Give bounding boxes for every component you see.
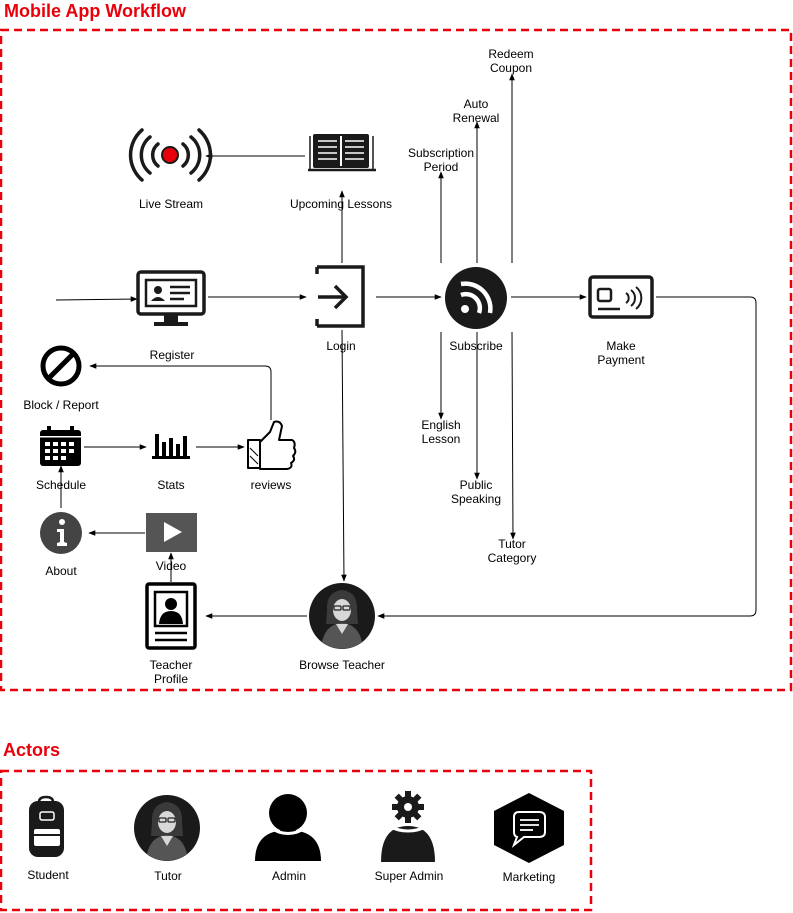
node-label-line2: Lesson: [422, 432, 461, 446]
node-label-line1: Subscription: [408, 146, 474, 160]
node-label: Video: [156, 559, 187, 573]
tutor-avatar-icon: [134, 795, 200, 861]
node-label-line1: English: [421, 418, 460, 432]
node-subscription-period[interactable]: Subscription Period: [408, 146, 474, 174]
node-teacher-profile[interactable]: Teacher Profile: [145, 582, 197, 686]
node-public-speaking[interactable]: Public Speaking: [451, 478, 501, 506]
node-label: reviews: [251, 478, 292, 492]
actor-label: Student: [27, 868, 69, 882]
actor-super-admin[interactable]: Super Admin: [375, 791, 444, 883]
node-tutor-category[interactable]: Tutor Category: [488, 537, 537, 565]
user-gear-icon: [381, 791, 435, 862]
chat-hexagon-icon: [494, 793, 564, 863]
node-label-line2: Period: [424, 160, 459, 174]
workflow-frame: [0, 28, 793, 692]
edge-payment-browse: [377, 296, 757, 619]
actor-student[interactable]: Student: [27, 795, 69, 882]
edges: [55, 73, 757, 619]
node-label: Browse Teacher: [299, 658, 385, 672]
node-reviews[interactable]: reviews: [247, 420, 297, 493]
node-auto-renewal[interactable]: Auto Renewal: [453, 97, 500, 125]
node-schedule[interactable]: Schedule: [36, 426, 86, 492]
node-label-line1: Auto: [464, 97, 489, 111]
node-stats[interactable]: Stats: [152, 434, 190, 492]
node-label: Register: [150, 348, 195, 362]
bar-chart-icon: [152, 434, 190, 459]
actor-tutor[interactable]: Tutor: [134, 795, 200, 883]
edge-subscribe-category: [510, 331, 516, 540]
actor-label: Super Admin: [375, 869, 444, 883]
node-redeem-coupon[interactable]: Redeem Coupon: [488, 47, 533, 75]
node-subscribe[interactable]: Subscribe: [445, 267, 507, 353]
edge-entry-register: [55, 296, 138, 302]
node-label-line1: Public: [460, 478, 493, 492]
node-label-line1: Tutor: [498, 537, 526, 551]
login-icon: [315, 265, 365, 328]
node-english-lesson[interactable]: English Lesson: [421, 418, 460, 446]
node-browse-teacher[interactable]: Browse Teacher: [299, 583, 385, 672]
info-icon: [40, 512, 82, 554]
calendar-icon: [40, 426, 81, 466]
node-label-line2: Renewal: [453, 111, 500, 125]
actor-label: Marketing: [503, 870, 556, 884]
node-label: Live Stream: [139, 197, 203, 211]
node-label: Login: [326, 339, 355, 353]
user-icon: [255, 794, 321, 861]
gear-icon: [392, 791, 424, 823]
actor-label: Admin: [272, 869, 306, 883]
node-label: Subscribe: [449, 339, 503, 353]
node-label-line1: Redeem: [488, 47, 533, 61]
node-label-line2: Coupon: [490, 61, 532, 75]
node-label: Stats: [157, 478, 184, 492]
node-label-line2: Profile: [154, 672, 188, 686]
rss-icon: [445, 267, 507, 329]
workflow-title: Mobile App Workflow: [4, 1, 187, 21]
backpack-icon: [29, 795, 64, 857]
teacher-avatar-icon: [309, 583, 375, 649]
actors-title: Actors: [3, 740, 60, 760]
actor-marketing[interactable]: Marketing: [494, 793, 564, 884]
node-login[interactable]: Login: [315, 265, 365, 353]
node-label: About: [45, 564, 77, 578]
node-label-line2: Category: [488, 551, 537, 565]
contactless-card-icon: [588, 275, 654, 319]
node-about[interactable]: About: [40, 512, 82, 578]
node-upcoming-lessons[interactable]: Upcoming Lessons: [290, 134, 392, 211]
profile-document-icon: [145, 582, 197, 650]
edge-reviews-block: [89, 363, 272, 420]
node-video[interactable]: Video: [146, 513, 197, 573]
node-label-line2: Payment: [597, 353, 645, 367]
node-live-stream[interactable]: Live Stream: [128, 128, 213, 211]
book-icon: [308, 134, 376, 172]
broadcast-icon: [128, 128, 213, 182]
node-block-report[interactable]: Block / Report: [23, 345, 99, 412]
node-label-line1: Make: [606, 339, 636, 353]
node-label-line2: Speaking: [451, 492, 501, 506]
actor-label: Tutor: [154, 869, 182, 883]
edge-login-browse: [341, 329, 347, 582]
node-label-line1: Teacher: [150, 658, 193, 672]
node-register[interactable]: Register: [136, 270, 206, 362]
monitor-id-card-icon: [136, 270, 206, 326]
node-make-payment[interactable]: Make Payment: [588, 275, 654, 367]
thumbs-up-icon: [247, 420, 297, 470]
actor-admin[interactable]: Admin: [255, 794, 321, 883]
node-label: Schedule: [36, 478, 86, 492]
node-label: Upcoming Lessons: [290, 197, 392, 211]
video-play-icon: [146, 513, 197, 552]
prohibited-icon: [40, 345, 82, 387]
node-label: Block / Report: [23, 398, 99, 412]
